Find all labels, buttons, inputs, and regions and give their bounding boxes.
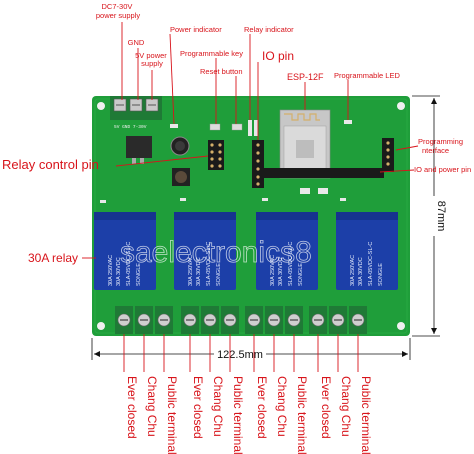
screw-terminal-row	[115, 306, 367, 334]
screw-terminal	[349, 306, 367, 334]
io-pin-header	[252, 140, 264, 188]
svg-text:SLA-05VDC-SL-C: SLA-05VDC-SL-C	[288, 242, 294, 286]
power-indicator-label: Power indicator	[170, 25, 222, 34]
power-terminal	[110, 96, 162, 120]
terminal-label: Chang Chu	[145, 376, 159, 437]
mounting-hole	[97, 102, 105, 110]
terminal-label-row: Ever closed Chang Chu Public terminal Ever …	[123, 334, 373, 454]
svg-text:SONGLE: SONGLE	[136, 263, 142, 286]
svg-text:SLA-05VDC-SL-C: SLA-05VDC-SL-C	[206, 242, 212, 286]
width-dimension: 122.5mm	[91, 338, 411, 361]
mounting-hole	[397, 322, 405, 330]
svg-text:30A 30VDC: 30A 30VDC	[278, 257, 284, 286]
relay-leds	[248, 120, 252, 136]
programming-interface-header	[382, 138, 394, 172]
terminal-label: Chang Chu	[339, 376, 353, 437]
svg-text:SONGLE: SONGLE	[216, 263, 222, 286]
esp-label: ESP-12F	[287, 72, 324, 82]
svg-text:30A 30VDC: 30A 30VDC	[196, 257, 202, 286]
screw-terminal	[309, 306, 327, 334]
dc-supply-label: DC7-30V	[102, 2, 133, 11]
programmable-led	[344, 120, 352, 124]
esp12f-module	[279, 109, 331, 179]
terminal-label: Ever closed	[125, 376, 139, 439]
screw-terminal	[221, 306, 239, 334]
screw-terminal	[181, 306, 199, 334]
relay-control-pin-header	[208, 140, 224, 170]
watermark: saelectronics8	[120, 236, 312, 269]
terminal-label: Public terminal	[359, 376, 373, 454]
screw-terminal	[285, 306, 303, 334]
terminal-label: Chang Chu	[275, 376, 289, 437]
programmable-key	[209, 123, 221, 131]
programming-interface-label: Programming	[418, 137, 463, 146]
terminal-label: Ever closed	[191, 376, 205, 439]
svg-text:SLA-05VDC-SL-C: SLA-05VDC-SL-C	[368, 242, 374, 286]
svg-text:SONGLE: SONGLE	[298, 263, 304, 286]
pcb-board	[92, 96, 410, 336]
regulator-chip	[126, 136, 152, 158]
height-dimension: 87mm	[412, 95, 447, 337]
svg-text:30A 30VDC: 30A 30VDC	[358, 257, 364, 286]
programmable-key-label: Programmable key	[180, 49, 243, 58]
gnd-label: GND	[128, 38, 145, 47]
io-power-pin-header	[264, 168, 384, 178]
mounting-hole	[397, 102, 405, 110]
svg-text:DC7-30V power supply: DC7-30V power supply	[96, 2, 140, 20]
programmable-led-label: Programmable LED	[334, 71, 400, 80]
relay-1: 30A 250VAC 30A 30VDC SLA-05VDC-SL-C SONG…	[94, 212, 156, 290]
relay-3: 30A 250VAC 30A 30VDC SLA-05VDC-SL-C SONG…	[256, 212, 318, 290]
mounting-hole	[97, 322, 105, 330]
screw-terminal	[201, 306, 219, 334]
screw-terminal	[155, 306, 173, 334]
relay-2: 30A 250VAC 30A 30VDC SLA-05VDC-SL-C SONG…	[174, 212, 236, 290]
svg-text:30A 250VAC: 30A 250VAC	[188, 255, 194, 286]
power-led	[170, 124, 178, 128]
terminal-label: Chang Chu	[211, 376, 225, 437]
svg-text:30A 250VAC: 30A 250VAC	[270, 255, 276, 286]
svg-text:30A 30VDC: 30A 30VDC	[116, 257, 122, 286]
svg-text:5V power supply: 5V power supply	[135, 51, 169, 68]
svg-text:30A 250VAC: 30A 250VAC	[350, 255, 356, 286]
terminal-label: Ever closed	[319, 376, 333, 439]
reset-button-label: Reset button	[200, 67, 243, 76]
screw-terminal	[115, 306, 133, 334]
reset-button	[231, 123, 243, 131]
screw-terminal	[329, 306, 347, 334]
terminal-label: Public terminal	[295, 376, 309, 454]
svg-text:SLA-05VDC-SL-C: SLA-05VDC-SL-C	[126, 242, 132, 286]
svg-text:122.5mm: 122.5mm	[217, 349, 263, 361]
screw-terminal	[265, 306, 283, 334]
terminal-label: Public terminal	[165, 376, 179, 454]
screw-terminal	[135, 306, 153, 334]
svg-text:5V GND 7-30V: 5V GND 7-30V	[114, 124, 147, 130]
io-power-pin-label: IO and power pin	[414, 165, 471, 174]
io-pin-label: IO pin	[262, 49, 294, 63]
svg-text:87mm: 87mm	[435, 201, 447, 232]
relay-indicator-label: Relay indicator	[244, 25, 294, 34]
leader-lines	[82, 22, 419, 259]
dc-supply-label-2: power supply	[96, 11, 140, 20]
relay-4: 30A 250VAC 30A 30VDC SLA-05VDC-SL-C SONG…	[336, 212, 398, 290]
svg-text:30A 250VAC: 30A 250VAC	[108, 255, 114, 286]
five-v-label: 5V power	[135, 51, 167, 60]
terminal-label: Ever closed	[255, 376, 269, 439]
relay-30a-label: 30A relay	[28, 251, 78, 265]
terminal-label: Public terminal	[231, 376, 245, 454]
relay-control-pin-label: Relay control pin	[2, 157, 99, 172]
svg-text:SONGLE: SONGLE	[378, 263, 384, 286]
svg-text:Programming nterface: Programming nterface	[418, 137, 465, 155]
screw-terminal	[245, 306, 263, 334]
